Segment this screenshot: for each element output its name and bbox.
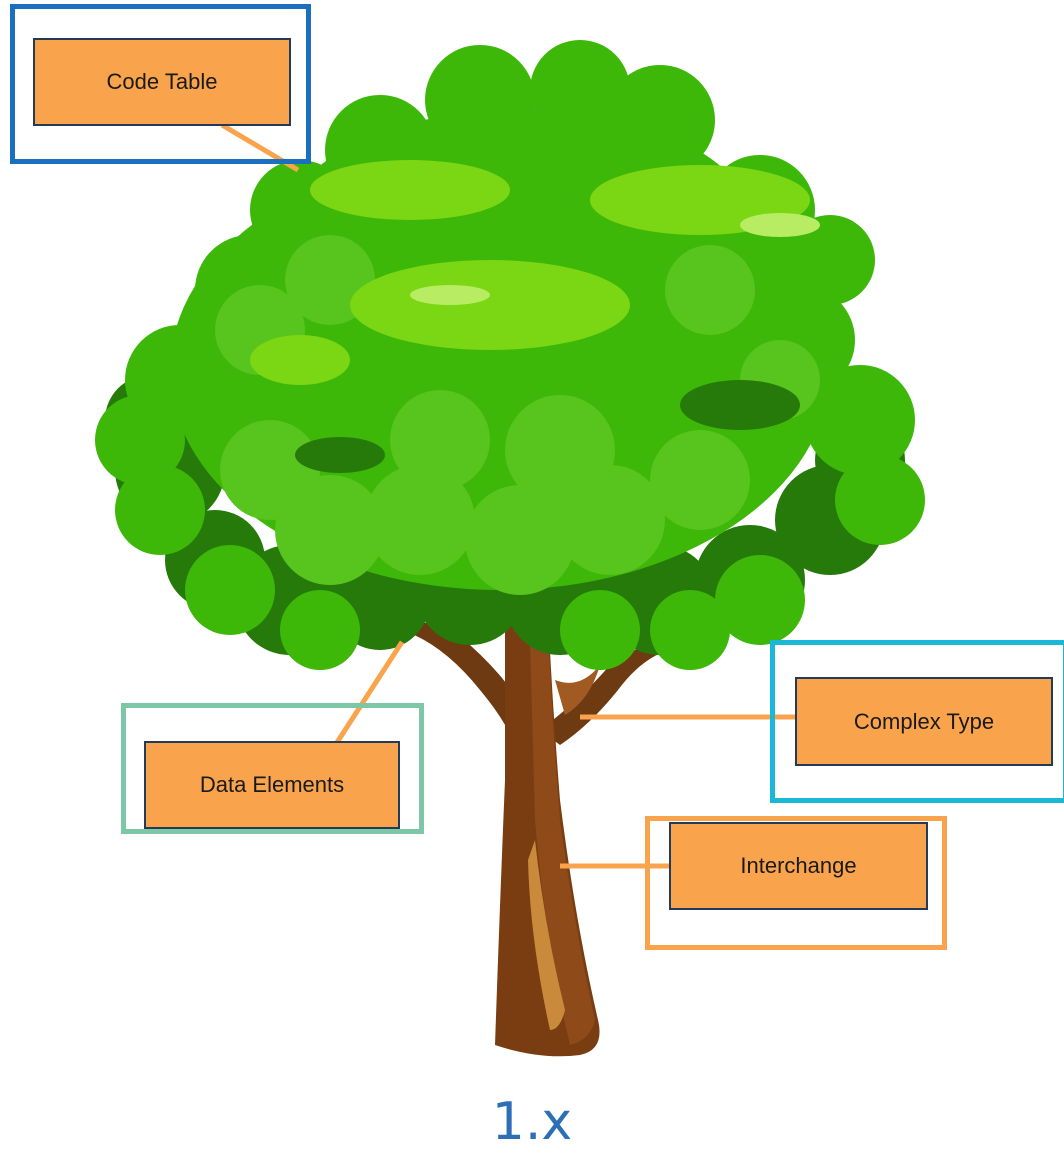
frame-data-elements: [121, 703, 424, 834]
label-data-elements: Data Elements: [144, 741, 400, 829]
connector-data-elements: [333, 640, 405, 746]
tree-foliage: [95, 40, 925, 670]
label-code-table-text: Code Table: [106, 69, 218, 94]
label-complex-type: Complex Type: [795, 677, 1053, 766]
frame-code-table: [10, 4, 311, 164]
version-label: 1.x: [491, 1092, 573, 1152]
label-interchange-text: Interchange: [740, 853, 857, 878]
label-complex-type-text: Complex Type: [853, 708, 995, 734]
label-interchange: Interchange: [669, 822, 928, 910]
label-code-table: Code Table: [33, 38, 291, 126]
label-data-elements-text: Data Elements: [199, 772, 345, 797]
tree-trunk: [385, 610, 670, 1057]
frame-interchange: [645, 816, 947, 950]
